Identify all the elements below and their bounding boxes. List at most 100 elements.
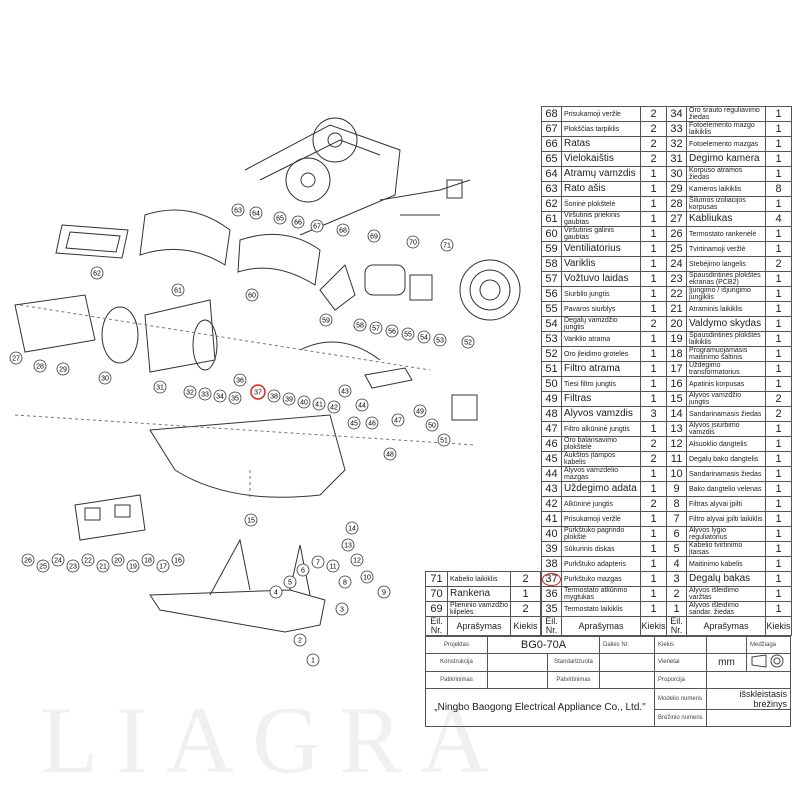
callout-42: 42 xyxy=(327,400,341,414)
callout-circle xyxy=(369,321,383,335)
part-number: 68 xyxy=(541,106,562,122)
part-number: 33 xyxy=(666,121,687,137)
part-description: Variklis xyxy=(561,256,641,272)
callout-circle xyxy=(367,229,381,243)
part-number: 41 xyxy=(541,511,562,527)
callout-number: 50 xyxy=(428,423,436,430)
callout-12: 12 xyxy=(350,553,364,567)
part-quantity: 2 xyxy=(640,106,667,122)
callout-number: 14 xyxy=(348,526,356,533)
part-number: 16 xyxy=(666,376,687,392)
callout-number: 3 xyxy=(340,607,344,614)
callout-circle xyxy=(319,313,333,327)
part-description: Filtro alkūninė jungtis xyxy=(561,421,641,437)
part-quantity: 1 xyxy=(765,421,792,437)
callout-circle xyxy=(360,570,374,584)
callout-number: 52 xyxy=(464,340,472,347)
callout-16: 16 xyxy=(171,553,185,567)
callout-circle xyxy=(213,389,227,403)
callout-35: 35 xyxy=(228,391,242,405)
callout-circle xyxy=(353,318,367,332)
part-number: 48 xyxy=(541,406,562,422)
callout-62: 62 xyxy=(90,266,104,280)
part-description: Degalų bakas xyxy=(686,571,766,587)
callout-21: 21 xyxy=(96,559,110,573)
callout-32: 32 xyxy=(183,385,197,399)
part-quantity: 1 xyxy=(640,571,667,587)
drawing-type: išskleistasis brėžinys xyxy=(706,688,791,710)
part-description: Uždegimo transformatorius xyxy=(686,361,766,377)
callout-38: 38 xyxy=(267,389,281,403)
projektas-label: Projektas xyxy=(425,636,488,654)
rear-cover xyxy=(237,233,321,286)
callout-8: 8 xyxy=(338,575,352,589)
callout-circle xyxy=(365,416,379,430)
callout-circle xyxy=(391,413,405,427)
callout-3: 3 xyxy=(335,602,349,616)
callout-66: 66 xyxy=(291,215,305,229)
part-number: 10 xyxy=(666,466,687,482)
part-quantity: 1 xyxy=(765,586,792,602)
part-number: 14 xyxy=(666,406,687,422)
part-description: Stebėjimo langelis xyxy=(686,256,766,272)
part-number: 52 xyxy=(541,346,562,362)
callout-number: 53 xyxy=(436,338,444,345)
callout-51: 51 xyxy=(437,433,451,447)
callout-14: 14 xyxy=(345,521,359,535)
part-description: Spausdintinės plokštės laikiklis xyxy=(686,331,766,347)
callout-number: 37 xyxy=(254,390,262,397)
part-number: 23 xyxy=(666,271,687,287)
part-description: Alkūninė jungtis xyxy=(561,496,641,512)
part-description: Korpuso atramos žiedas xyxy=(686,166,766,182)
callout-circle xyxy=(171,553,185,567)
part-number: 11 xyxy=(666,451,687,467)
callout-number: 4 xyxy=(274,590,278,597)
callout-circle xyxy=(56,362,70,376)
part-description: Viršutinis galinis gaubtas xyxy=(561,226,641,242)
callout-circle xyxy=(126,559,140,573)
part-number: 69 xyxy=(425,601,448,617)
part-description: Termostato atkūrimo mygtukas xyxy=(561,586,641,602)
callout-number: 21 xyxy=(99,564,107,571)
part-number: 62 xyxy=(541,196,562,212)
callout-number: 51 xyxy=(440,438,448,445)
vienetai-value: mm xyxy=(706,653,747,672)
part-description: Filtro atrama xyxy=(561,361,641,377)
part-quantity: 1 xyxy=(640,391,667,407)
callout-29: 29 xyxy=(56,362,70,376)
part-description: Purkštuko pagrindo plokštė xyxy=(561,526,641,542)
part-description: Viršutinis priekinis gaubtas xyxy=(561,211,641,227)
callout-number: 42 xyxy=(330,405,338,412)
part-quantity: 1 xyxy=(765,436,792,452)
part-quantity: 1 xyxy=(640,241,667,257)
callout-circle xyxy=(282,392,296,406)
part-number: 28 xyxy=(666,196,687,212)
part-quantity: 1 xyxy=(640,361,667,377)
callout-circle xyxy=(341,538,355,552)
callout-number: 67 xyxy=(313,224,321,231)
part-number: 1 xyxy=(666,601,687,617)
part-number: 20 xyxy=(666,316,687,332)
part-description: Kabliukas xyxy=(686,211,766,227)
part-number: 27 xyxy=(666,211,687,227)
part-quantity: 2 xyxy=(765,391,792,407)
callout-18: 18 xyxy=(141,553,155,567)
handle-frame xyxy=(244,124,401,236)
callout-number: 34 xyxy=(216,394,224,401)
part-quantity: 2 xyxy=(640,121,667,137)
part-description: Programuojamasis maitinimo šaltinis xyxy=(686,346,766,362)
callout-circle xyxy=(417,330,431,344)
part-quantity: 4 xyxy=(765,211,792,227)
part-description: Ventiliatorius xyxy=(561,241,641,257)
callout-22: 22 xyxy=(81,553,95,567)
callout-circle xyxy=(311,555,325,569)
